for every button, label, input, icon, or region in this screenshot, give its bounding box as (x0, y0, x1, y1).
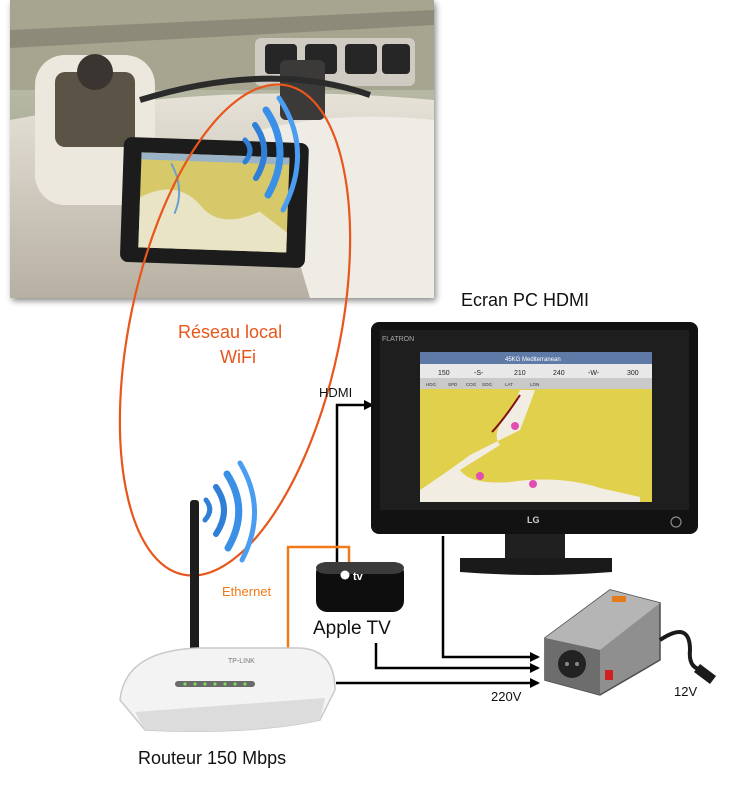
monitor-power-arrow (441, 536, 540, 662)
data-header-sog: SOG (482, 382, 493, 387)
scale-tick-5: 300 (627, 370, 639, 377)
monitor-device: FLATRON LG (371, 322, 698, 575)
wifi-label-line2: WiFi (220, 347, 256, 367)
appletv-power-arrow (374, 643, 540, 673)
scale-tick-1: -S- (474, 370, 484, 377)
router-label: Routeur 150 Mbps (138, 748, 287, 768)
router-device: TP-LINK (119, 500, 336, 732)
data-header-lat: LAT (505, 382, 513, 387)
boat-tablet-photo (10, 0, 434, 298)
wifi-label-line1: Réseau local (178, 322, 283, 342)
apple-tv-label: Apple TV (313, 618, 391, 639)
wifi-icon-router (202, 460, 257, 563)
wifi-icon-tablet (242, 95, 300, 213)
ethernet-cable-arrow (283, 545, 351, 662)
data-header-hdg: HDG (426, 382, 436, 387)
12v-label: 12V (674, 684, 698, 699)
scale-tick-3: 240 (553, 370, 565, 377)
hdmi-label: HDMI (319, 385, 353, 400)
data-header-spd: SPD (448, 382, 458, 387)
screen-title: 45KG Mediterranean (505, 357, 561, 363)
data-header-lon: LON (530, 382, 539, 387)
screen-header: 45KG Mediterranean 150 -S- 210 240 -W- 3… (426, 357, 639, 387)
monitor-title-label: Ecran PC HDMI (461, 290, 590, 310)
scale-tick-0: 150 (438, 370, 450, 377)
hdmi-cable-arrow (335, 400, 374, 566)
220v-label: 220V (491, 689, 522, 704)
appletv-logo: tv (353, 571, 364, 583)
monitor-brand: FLATRON (382, 336, 414, 343)
cockpit-photo-art (10, 0, 434, 298)
monitor-logo: LG (527, 515, 540, 525)
power-inverter-device (544, 589, 716, 696)
scale-tick-2: 210 (514, 370, 526, 377)
data-header-cog: COG (466, 382, 477, 387)
apple-tv-device: tv (316, 562, 404, 612)
scale-tick-4: -W- (588, 370, 600, 377)
ethernet-label: Ethernet (222, 584, 272, 599)
router-brand: TP-LINK (228, 658, 255, 665)
wifi-zone-outline (118, 83, 352, 577)
